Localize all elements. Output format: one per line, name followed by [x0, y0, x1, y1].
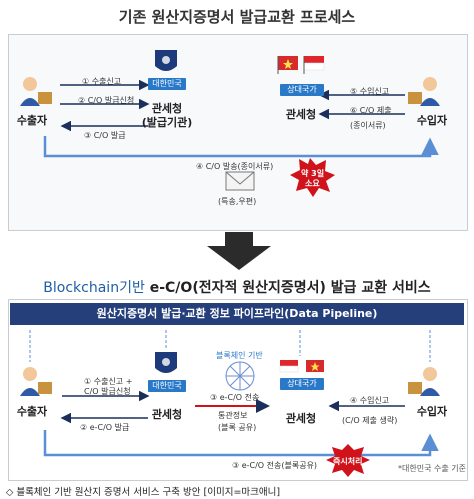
top-partner-tag: 상대국가: [280, 84, 324, 96]
image-caption: ◇ 블록체인 기반 원산지 증명서 서비스 구축 방안 [이미지=마크애니]: [6, 487, 281, 498]
bottom-importer-label: 수입자: [416, 405, 448, 418]
bottom-step-1a: ① 수출신고 +: [84, 377, 133, 386]
burst-text-line1: 약 3일: [301, 169, 325, 178]
top-step-5: ⑤ 수입신고: [350, 87, 390, 96]
bottom-center-block-share: (블록 공유): [218, 423, 257, 432]
top-step-2: ② C/O 발급신청: [78, 96, 135, 105]
top-korea-tag: 대한민국: [148, 78, 186, 90]
top-step-3: ③ C/O 발급: [84, 131, 126, 140]
bottom-step-2: ② e-C/O 발급: [80, 423, 130, 432]
top-step-6-sub: (종이서류): [350, 121, 386, 130]
korea-customs-emblem-icon: [155, 50, 177, 71]
bottom-korea-tag: 대한민국: [148, 380, 186, 392]
korea-customs-emblem-icon-bottom: [155, 352, 177, 373]
top-step-4-sub: (특송,우편): [218, 197, 257, 206]
importer-figure-icon: [408, 77, 440, 106]
top-korea-customs-sub: (발급기관): [141, 116, 193, 129]
bottom-title-blockchain: Blockchain기반: [43, 280, 145, 296]
bottom-center-customs-info: 통관정보: [218, 411, 248, 420]
partner-flags-icon-bottom: [279, 360, 324, 373]
bottom-exporter-label: 수출자: [16, 405, 48, 418]
bottom-step-3b: ③ e-C/O 전송(블록공유): [232, 461, 318, 470]
envelope-icon: [225, 171, 255, 191]
bottom-partner-customs-label: 관세청: [285, 412, 317, 425]
bottom-center-step-3: ③ e-C/O 전송: [210, 393, 260, 402]
delay-burst-icon: [290, 158, 335, 197]
top-panel: [8, 34, 468, 231]
top-importer-label: 수입자: [416, 114, 448, 127]
top-title: 기존 원산지증명서 발급교환 프로세스: [118, 8, 356, 26]
top-step-1: ① 수출신고: [82, 77, 122, 86]
blockchain-network-icon: [225, 361, 255, 391]
bottom-step-4: ④ 수입신고: [350, 396, 390, 405]
data-pipeline-banner: 원산지증명서 발급·교환 정보 파이프라인(Data Pipeline): [10, 303, 464, 325]
importer-figure-icon-bottom: [408, 367, 440, 396]
top-korea-customs-label: 관세청: [151, 102, 183, 115]
instant-burst-text: 즉시처리: [333, 457, 363, 466]
bottom-title-rest: e-C/O(전자적 원산지증명서) 발급 교환 서비스: [144, 280, 431, 296]
top-step-4: ④ C/O 발송(종이서류): [196, 162, 274, 171]
export-basis-note: *대한민국 수출 기준: [398, 464, 466, 473]
top-partner-customs-label: 관세청: [285, 108, 317, 121]
burst-text-line2: 소요: [305, 179, 320, 188]
instant-burst-icon: [326, 444, 370, 477]
top-step-6: ⑥ C/O 제출: [350, 106, 392, 115]
blockchain-label: 블록체인 기반: [216, 351, 263, 360]
bottom-step-1b: C/O 발급신청: [84, 387, 131, 396]
exporter-figure-icon: [20, 77, 52, 106]
bottom-step-4-sub: (C/O 제출 생략): [342, 416, 398, 425]
bottom-korea-customs-label: 관세청: [151, 408, 183, 421]
bottom-title: Blockchain기반 e-C/O(전자적 원산지증명서) 발급 교환 서비스: [0, 277, 474, 297]
bottom-partner-tag: 상대국가: [280, 378, 324, 390]
partner-flags-icon: [277, 56, 325, 74]
top-exporter-label: 수출자: [16, 114, 48, 127]
exporter-figure-icon-bottom: [20, 367, 52, 396]
